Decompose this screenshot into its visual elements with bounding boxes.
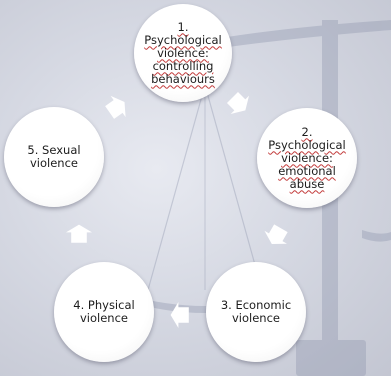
node-sexual: 5. Sexual violence	[4, 107, 104, 207]
arrow-down-icon	[264, 224, 288, 245]
arrow-right-up-icon	[105, 95, 126, 119]
arrow-left-icon	[170, 302, 189, 328]
node-label: 4. Physical violence	[73, 298, 135, 325]
node-psychological-controlling: 1. Psychological violence: controlling b…	[134, 4, 232, 102]
node-label: 5. Sexual violence	[27, 143, 81, 170]
arrow-up-icon	[66, 224, 92, 243]
node-physical: 4. Physical violence	[54, 262, 154, 362]
arrow-right-down-icon	[226, 91, 250, 115]
node-label: 2. Psychological violence: emotional abu…	[268, 124, 346, 191]
node-label: 3. Economic violence	[220, 298, 292, 325]
node-economic: 3. Economic violence	[206, 262, 306, 362]
node-psychological-emotional: 2. Psychological violence: emotional abu…	[257, 108, 357, 208]
node-label: 1. Psychological violence: controlling b…	[144, 19, 222, 86]
